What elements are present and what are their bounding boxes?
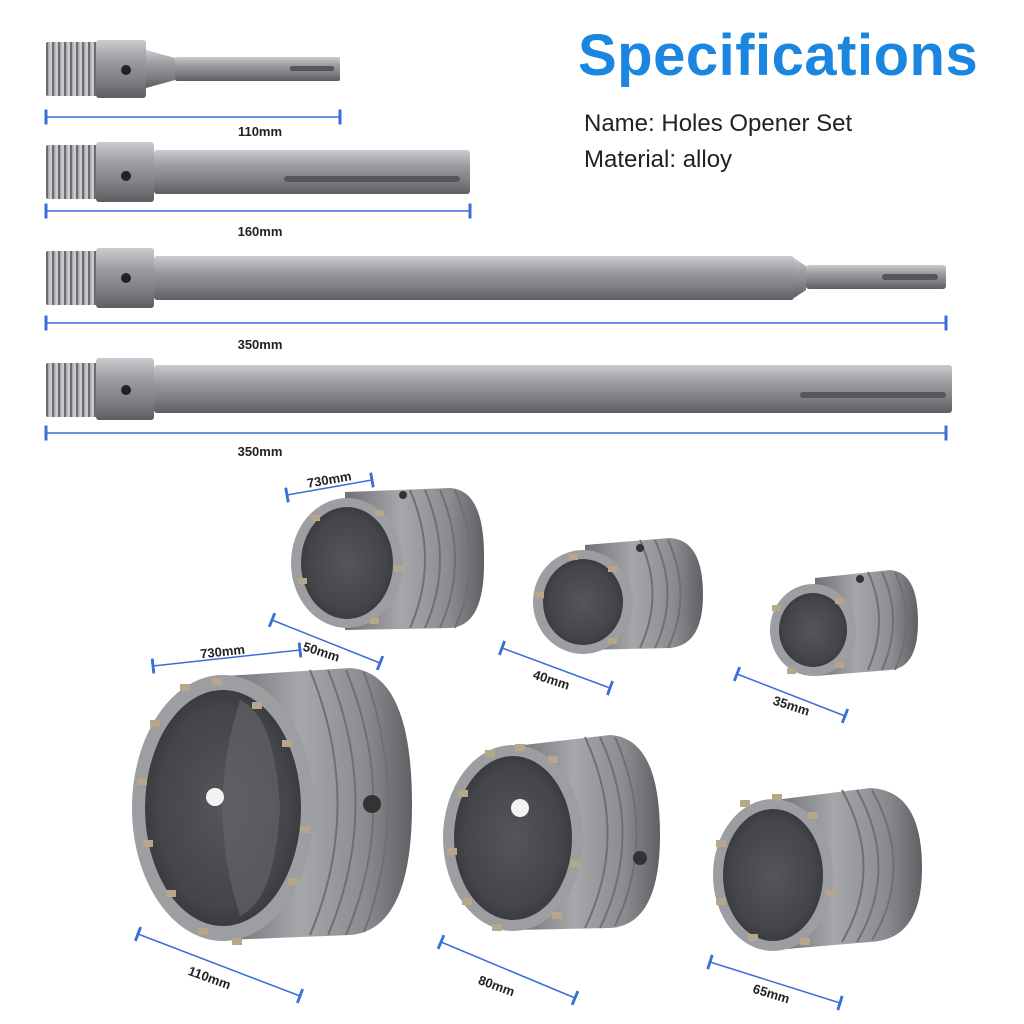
- bit-110mm: [132, 668, 412, 945]
- bit-35-dimension-line: [732, 666, 850, 724]
- bit-50-height-line: [284, 472, 375, 503]
- bit-35-label: 35mm: [771, 693, 811, 719]
- bit-80-label: 80mm: [476, 972, 516, 999]
- rod-350mm-sds-max: [46, 358, 952, 420]
- spec-material: Material: alloy: [584, 146, 733, 173]
- bit-110-dimension-line: [133, 926, 305, 1004]
- bit-35mm: [770, 570, 918, 676]
- rod-110mm: [46, 40, 340, 98]
- bit-50-label: 50mm: [301, 639, 341, 665]
- spec-name: Name: Holes Opener Set: [584, 110, 853, 137]
- rod-110-label: 110mm: [238, 124, 282, 139]
- bit-80-dimension-line: [436, 934, 580, 1006]
- bit-50-dimension-line: [267, 612, 385, 671]
- rod-350mm-sds-plus: [46, 248, 946, 308]
- rod-350-a-label: 350mm: [238, 337, 283, 352]
- bit-65-label: 65mm: [751, 981, 791, 1006]
- page-title: Specifications: [578, 23, 979, 88]
- bit-65-dimension-line: [706, 954, 844, 1011]
- bit-40-label: 40mm: [531, 667, 571, 693]
- rod-160-label: 160mm: [238, 224, 283, 239]
- rod-350-b-label: 350mm: [238, 444, 283, 459]
- bit-40mm: [533, 538, 703, 654]
- bit-110-height-label: 730mm: [199, 642, 245, 662]
- bit-80mm: [443, 735, 660, 931]
- rod-160mm: [46, 142, 470, 202]
- bit-50mm: [291, 488, 485, 630]
- bit-65mm: [713, 788, 922, 951]
- bit-110-height-line: [150, 642, 303, 674]
- bit-40-dimension-line: [497, 640, 615, 696]
